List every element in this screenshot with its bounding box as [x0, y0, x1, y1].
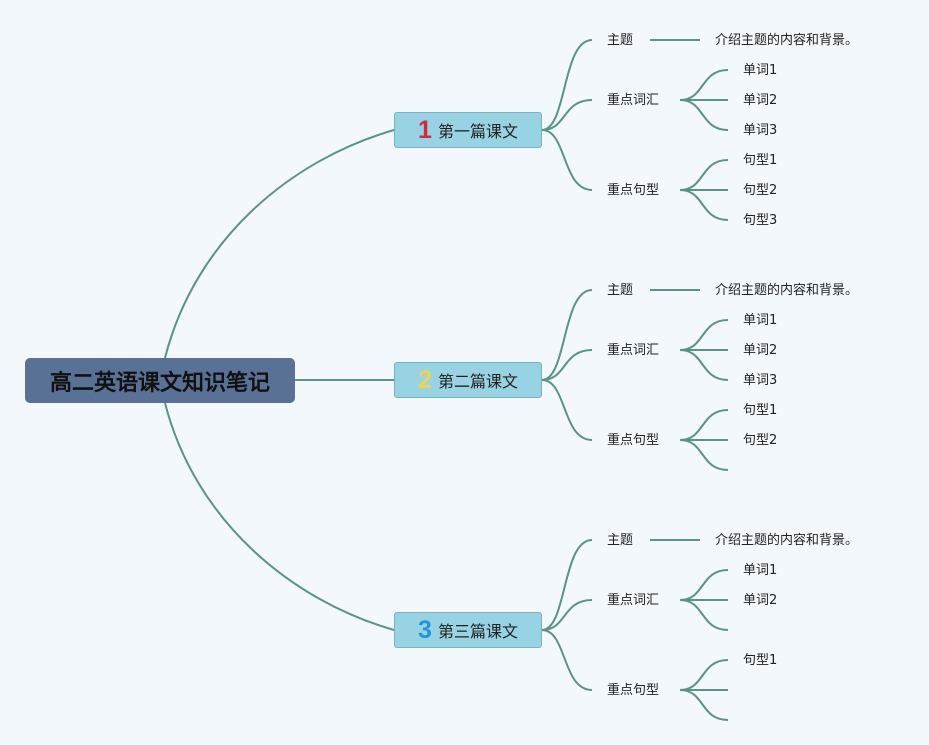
connector-lesson-2-vocab-1: [679, 319, 729, 351]
topic-detail[interactable]: 介绍主题的内容和背景。: [715, 33, 859, 48]
connector-lesson-2-sentence-3: [679, 439, 729, 471]
number-3-icon: 3: [418, 615, 432, 644]
connector-lesson-1-sentences: [541, 129, 593, 191]
connector-lesson-1-vocab: [541, 99, 593, 131]
topic-label[interactable]: 主题: [607, 33, 634, 48]
sentence-item[interactable]: 句型1: [743, 153, 778, 168]
connector-lesson-1-sentence-3: [679, 189, 729, 221]
number-2-icon: 2: [418, 365, 432, 394]
vocab-label[interactable]: 重点词汇: [607, 343, 660, 358]
sentence-item[interactable]: 句型3: [743, 213, 778, 228]
connector-lesson-3-sentences: [541, 629, 593, 691]
connector-root-lesson-3: [164, 402, 395, 631]
sentences-label[interactable]: 重点句型: [607, 183, 660, 198]
root-topic[interactable]: 高二英语课文知识笔记: [25, 358, 295, 403]
vocab-label[interactable]: 重点词汇: [607, 593, 660, 608]
connector-lesson-3-vocab: [541, 599, 593, 631]
connector-root-lesson-1: [164, 129, 395, 359]
lesson-title: 第一篇课文: [437, 122, 518, 141]
connector-lesson-2-sentence-1: [679, 409, 729, 441]
connector-lesson-1-sentence-1: [679, 159, 729, 191]
connector-lesson-3-sentence-3: [679, 689, 729, 721]
connector-lesson-3-topic: [541, 539, 593, 631]
connector-lesson-2-topic: [541, 289, 593, 381]
lesson-title: 第三篇课文: [437, 622, 518, 641]
vocab-label[interactable]: 重点词汇: [607, 93, 660, 108]
connector-lesson-2-vocab: [541, 349, 593, 381]
topic-label[interactable]: 主题: [607, 283, 634, 298]
vocab-item[interactable]: 单词3: [743, 123, 778, 138]
topic-label[interactable]: 主题: [607, 533, 634, 548]
vocab-item[interactable]: 单词3: [743, 373, 778, 388]
vocab-item[interactable]: 单词2: [743, 343, 778, 358]
connector-lesson-3-sentence-1: [679, 659, 729, 691]
lesson-node-3[interactable]: 3 第三篇课文: [394, 612, 542, 648]
connector-lesson-1-vocab-3: [679, 99, 729, 131]
topic-detail[interactable]: 介绍主题的内容和背景。: [715, 533, 859, 548]
connector-lesson-3-vocab-1: [679, 569, 729, 601]
lesson-node-1[interactable]: 1 第一篇课文: [394, 112, 542, 148]
sentences-label[interactable]: 重点句型: [607, 433, 660, 448]
topic-detail[interactable]: 介绍主题的内容和背景。: [715, 283, 859, 298]
connector-lesson-1-topic: [541, 39, 593, 131]
vocab-item[interactable]: 单词1: [743, 563, 778, 578]
connector-lesson-3-vocab-3: [679, 599, 729, 631]
connector-lesson-2-sentences: [541, 379, 593, 441]
root-topic-label: 高二英语课文知识笔记: [49, 370, 270, 396]
lesson-node-2[interactable]: 2 第二篇课文: [394, 362, 542, 398]
sentences-label[interactable]: 重点句型: [607, 683, 660, 698]
connector-lesson-2-vocab-3: [679, 349, 729, 381]
vocab-item[interactable]: 单词2: [743, 93, 778, 108]
sentence-item[interactable]: 句型2: [743, 183, 778, 198]
number-1-icon: 1: [418, 115, 432, 144]
vocab-item[interactable]: 单词1: [743, 313, 778, 328]
sentence-item[interactable]: 句型1: [743, 653, 778, 668]
connector-lesson-1-vocab-1: [679, 69, 729, 101]
vocab-item[interactable]: 单词1: [743, 63, 778, 78]
lesson-title: 第二篇课文: [437, 372, 518, 391]
sentence-item[interactable]: 句型2: [743, 433, 778, 448]
vocab-item[interactable]: 单词2: [743, 593, 778, 608]
sentence-item[interactable]: 句型1: [743, 403, 778, 418]
